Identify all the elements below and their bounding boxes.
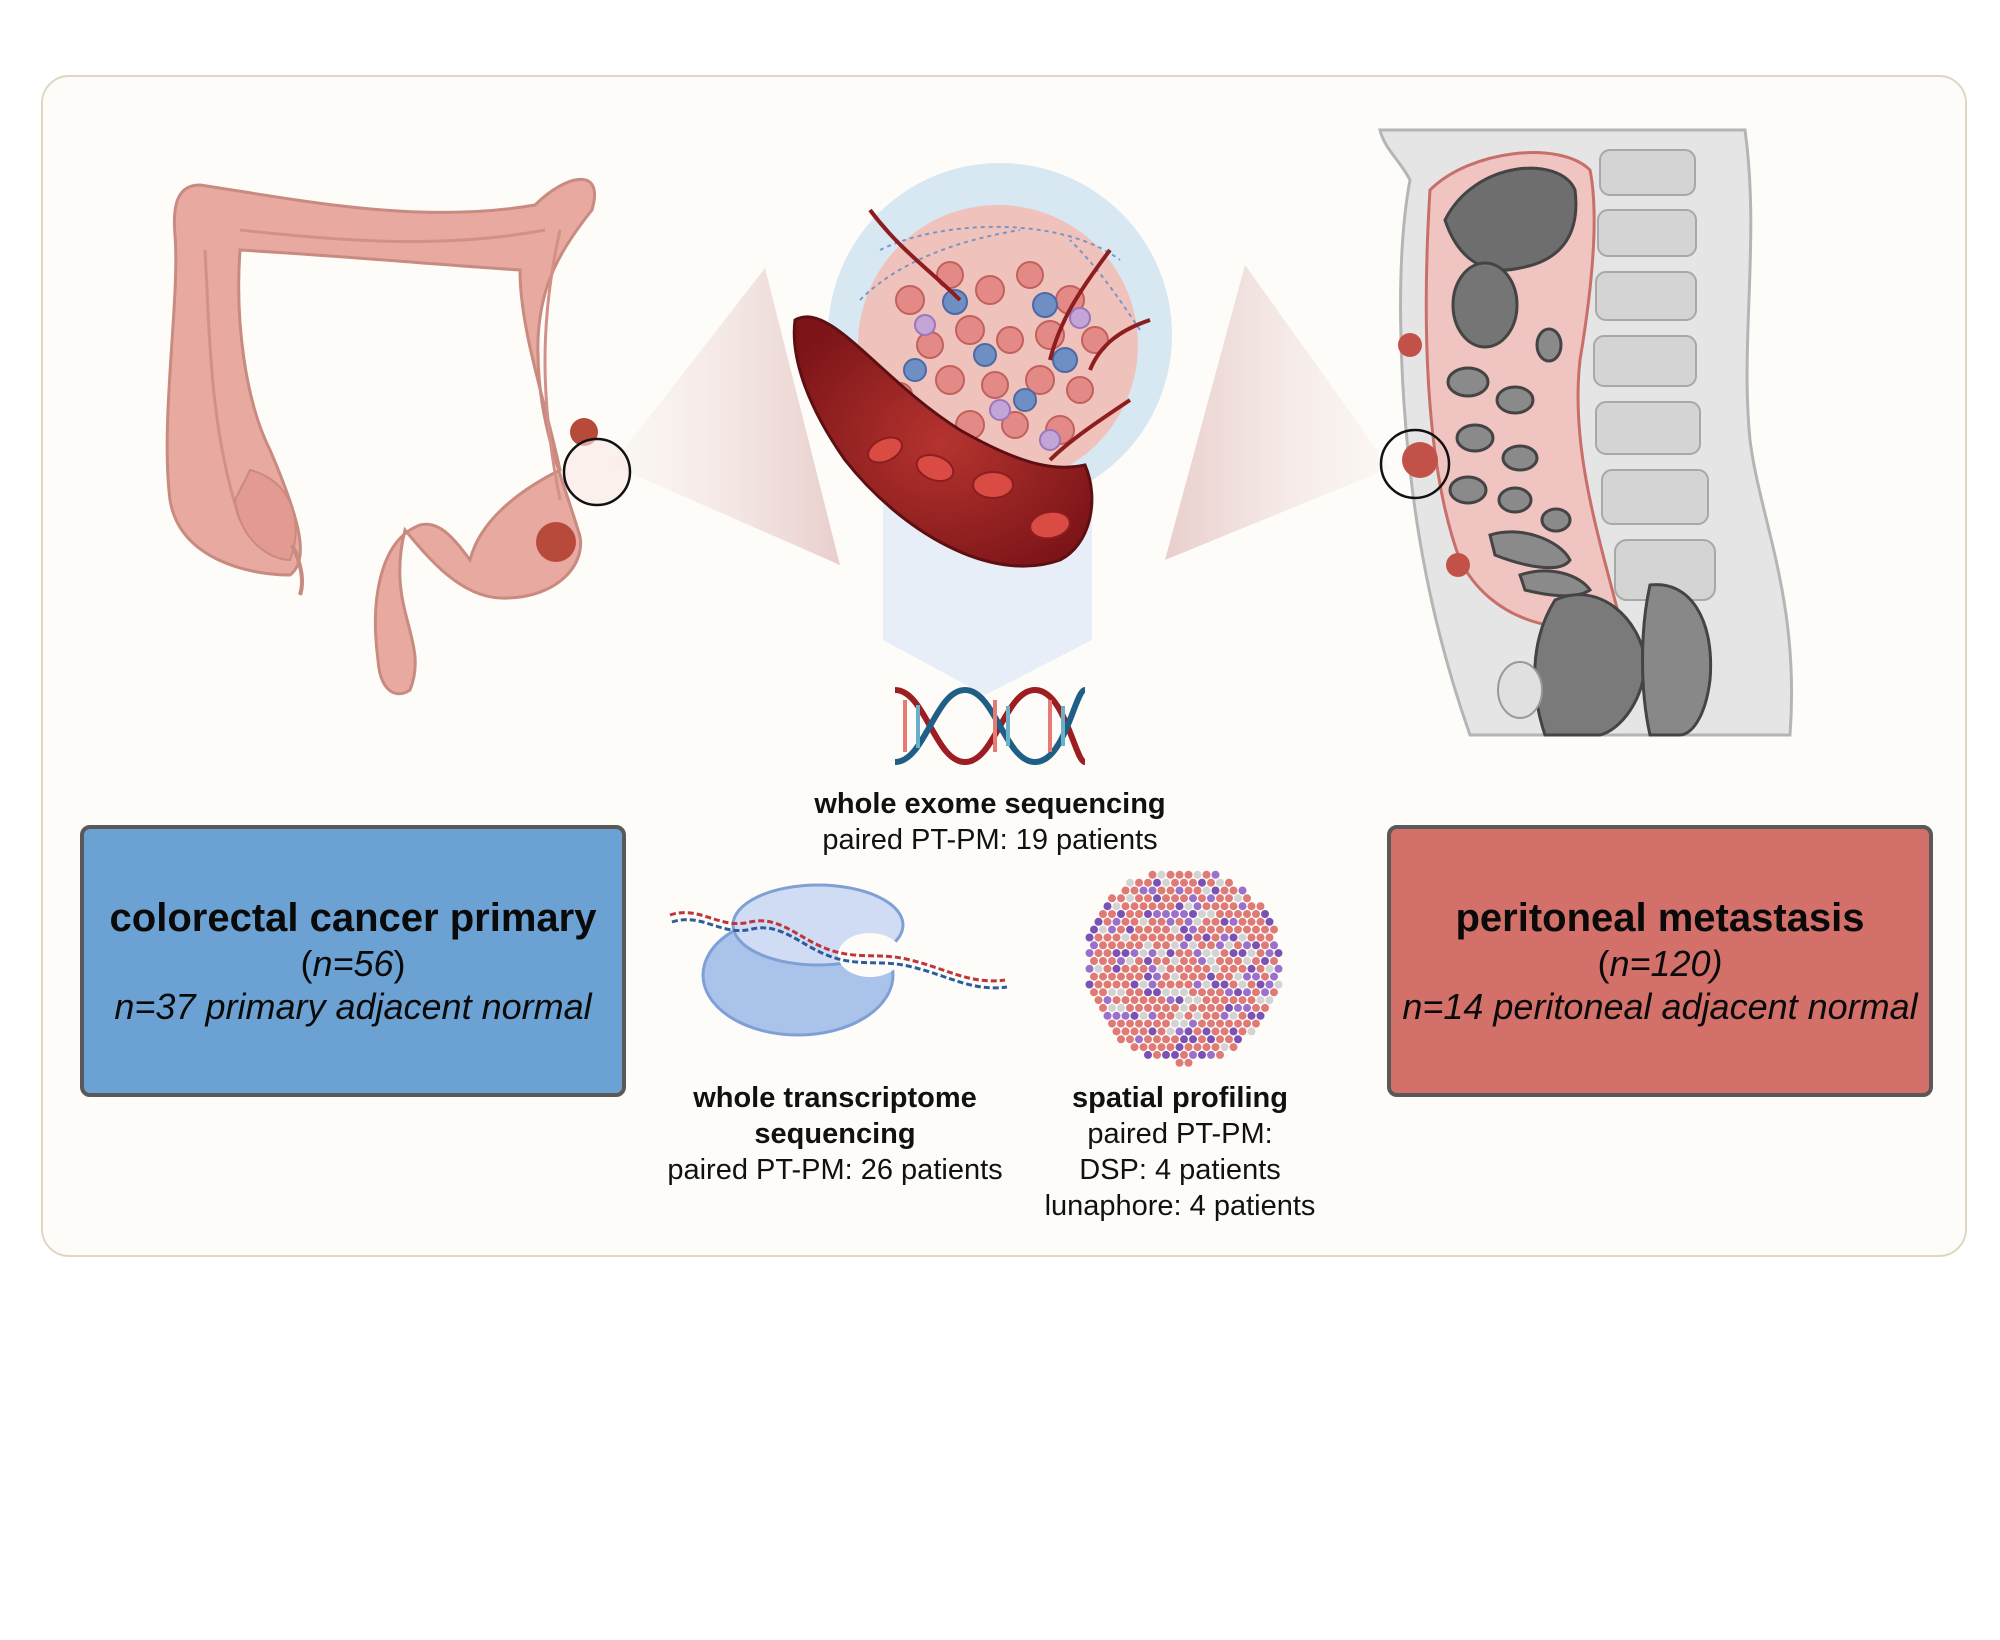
primary-title: colorectal cancer primary <box>109 895 597 940</box>
zoom-beam-left <box>612 268 840 565</box>
wts-label: whole transcriptome sequencing paired PT… <box>640 1080 1030 1188</box>
wts-title: whole transcriptome sequencing <box>693 1082 977 1150</box>
metastasis-adjacent-count: n=14 peritoneal adjacent normal <box>1402 986 1918 1027</box>
metastasis-box: peritoneal metastasis (n=120) n=14 perit… <box>1387 825 1933 1097</box>
tumor-microenvironment-illustration <box>792 163 1172 568</box>
wts-detail: paired PT-PM: 26 patients <box>667 1154 1003 1186</box>
spatial-array-icon <box>1085 870 1283 1067</box>
primary-count: (n=56) <box>300 942 406 984</box>
metastasis-count: (n=120) <box>1597 942 1723 984</box>
spatial-line-2: DSP: 4 patients <box>1079 1154 1281 1186</box>
primary-tumor-box: colorectal cancer primary (n=56) n=37 pr… <box>80 825 626 1097</box>
spatial-line-3: lunaphore: 4 patients <box>1044 1190 1316 1222</box>
primary-adjacent-count: n=37 primary adjacent normal <box>114 986 592 1027</box>
wes-label: whole exome sequencing paired PT-PM: 19 … <box>760 786 1220 858</box>
spatial-label: spatial profiling paired PT-PM: DSP: 4 p… <box>1010 1080 1350 1224</box>
dna-helix-icon <box>894 686 1087 766</box>
metastasis-title: peritoneal metastasis <box>1455 895 1865 940</box>
wes-title: whole exome sequencing <box>814 788 1166 820</box>
spatial-line-1: paired PT-PM: <box>1087 1118 1273 1150</box>
colon-illustration <box>165 177 632 696</box>
abdomen-section-illustration <box>1378 128 1794 737</box>
blood-vessel <box>792 315 1094 568</box>
wes-detail: paired PT-PM: 19 patients <box>822 824 1158 856</box>
ribosome-icon <box>669 883 1008 1037</box>
spatial-title: spatial profiling <box>1072 1082 1288 1114</box>
zoom-beam-right <box>1165 265 1390 560</box>
